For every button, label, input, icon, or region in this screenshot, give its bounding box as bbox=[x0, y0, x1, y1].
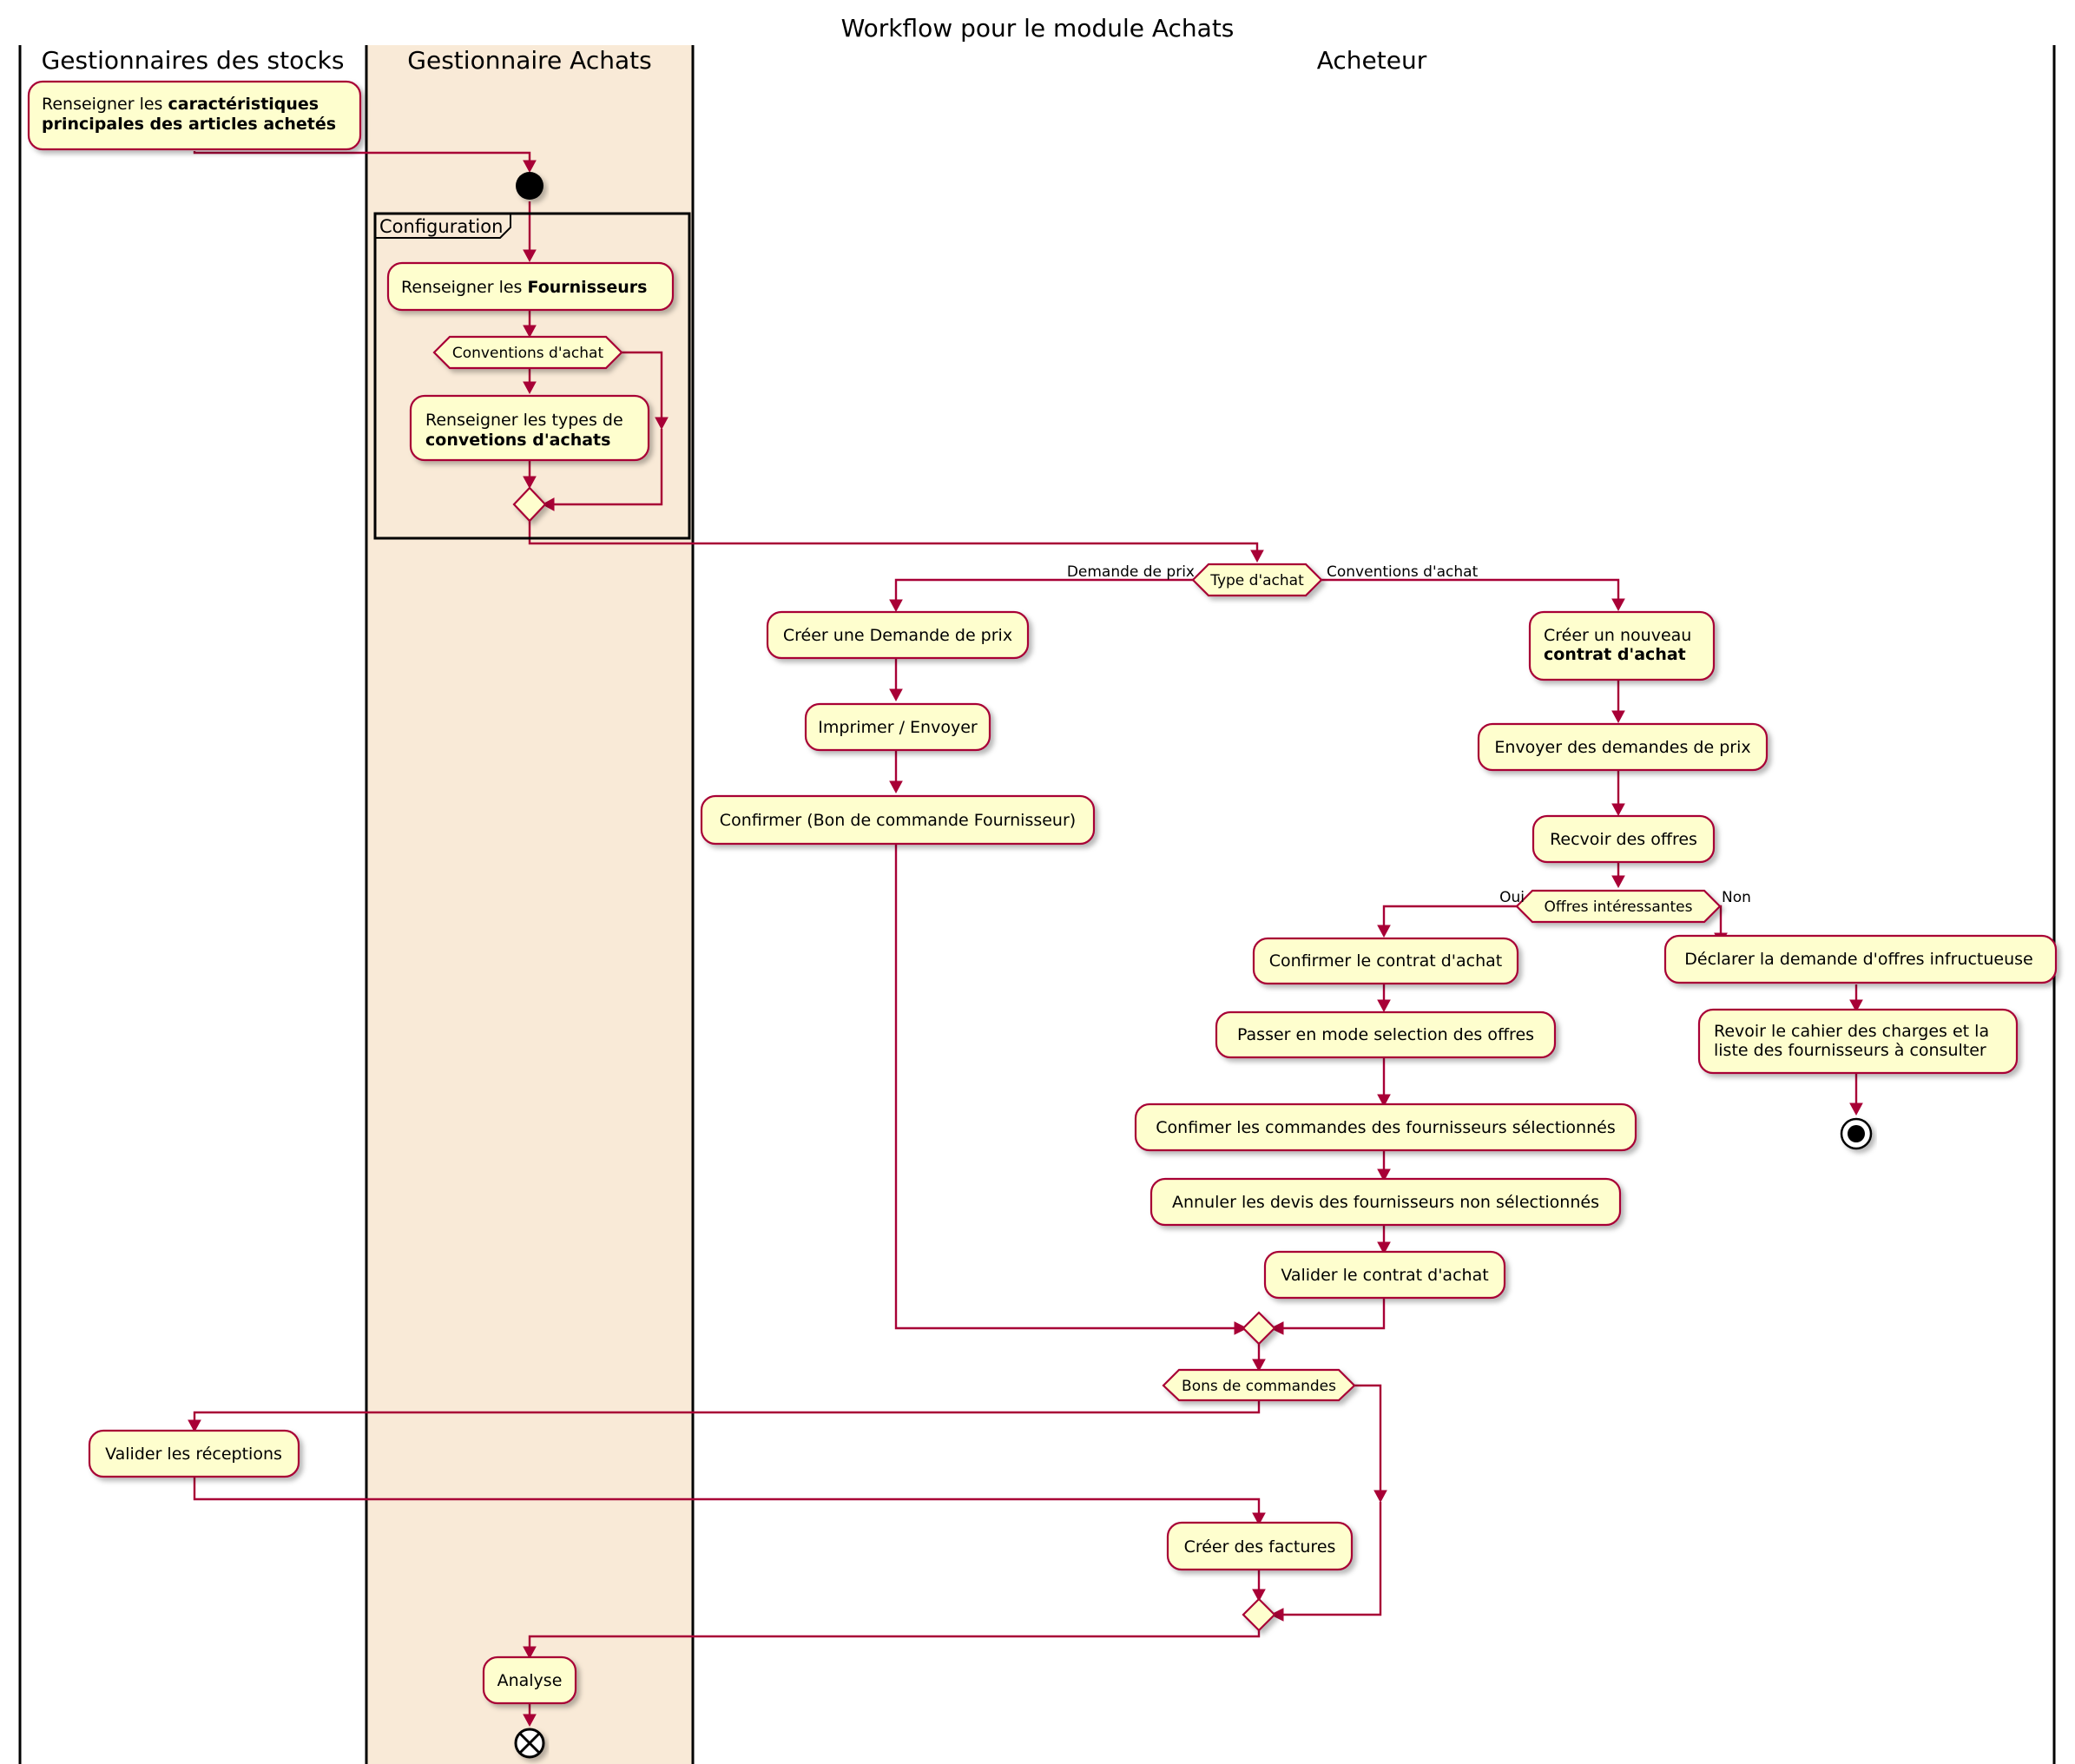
activity-text: Confirmer le contrat d'achat bbox=[1269, 951, 1502, 971]
activity-confirmer-contrat: Confirmer le contrat d'achat bbox=[1252, 937, 1519, 985]
branch-label-non: Non bbox=[1722, 889, 1751, 906]
activity-confimer-commandes: Confimer les commandes des fournisseurs … bbox=[1134, 1102, 1637, 1152]
decision-conventions: Conventions d'achat bbox=[432, 335, 623, 370]
activity-text: Renseigner les types de bbox=[425, 411, 623, 430]
activity-text: Revoir le cahier des charges et la bbox=[1714, 1022, 1989, 1041]
activity-text: Annuler les devis des fournisseurs non s… bbox=[1172, 1193, 1599, 1212]
svg-text:Renseigner les caractéristique: Renseigner les caractéristiques bbox=[42, 95, 319, 114]
activity-passer-mode: Passer en mode selection des offres bbox=[1215, 1010, 1557, 1059]
activity-valider-contrat: Valider le contrat d'achat bbox=[1263, 1250, 1506, 1300]
decision-merge-config bbox=[512, 486, 547, 523]
activity-creer-factures: Créer des factures bbox=[1166, 1521, 1354, 1571]
activity-text: Déclarer la demande d'offres infructueus… bbox=[1684, 950, 2032, 969]
activity-creer-demande: Créer une Demande de prix bbox=[766, 610, 1030, 660]
activity-text: Recvoir des offres bbox=[1550, 830, 1697, 849]
activity-declarer: Déclarer la demande d'offres infructueus… bbox=[1663, 934, 2058, 984]
activity-text: Passer en mode selection des offres bbox=[1237, 1025, 1534, 1044]
activity-text: Renseigner les bbox=[42, 95, 168, 114]
decision-merge-achat bbox=[1242, 1311, 1276, 1346]
lane-title-acheteur: Acheteur bbox=[1317, 46, 1427, 75]
svg-text:Renseigner les Fournisseurs: Renseigner les Fournisseurs bbox=[401, 278, 647, 297]
activity-text-bold: convetions d'achats bbox=[425, 431, 610, 450]
decision-type-achat: Type d'achat bbox=[1191, 563, 1323, 597]
activity-creer-contrat: Créer un nouveau contrat d'achat bbox=[1528, 610, 1716, 681]
activity-text: Confirmer (Bon de commande Fournisseur) bbox=[720, 811, 1076, 830]
activity-confirmer-bc: Confirmer (Bon de commande Fournisseur) bbox=[700, 794, 1096, 846]
activity-revoir: Revoir le cahier des charges et la liste… bbox=[1697, 1008, 2019, 1075]
activity-text: Imprimer / Envoyer bbox=[818, 718, 978, 737]
activity-caracteristiques: Renseigner les caractéristiques principa… bbox=[27, 80, 362, 151]
branch-label-conventions: Conventions d'achat bbox=[1327, 563, 1479, 581]
decision-offres: Offres intéressantes bbox=[1515, 889, 1722, 924]
activity-text: liste des fournisseurs à consulter bbox=[1714, 1041, 1986, 1060]
branch-label-oui: Oui bbox=[1499, 889, 1525, 906]
end-node bbox=[514, 1728, 545, 1759]
decision-text: Conventions d'achat bbox=[452, 345, 604, 362]
activity-text: Valider les réceptions bbox=[105, 1445, 282, 1464]
activity-text-bold: contrat d'achat bbox=[1544, 645, 1686, 664]
activity-text-bold: caractéristiques bbox=[168, 95, 319, 114]
edges bbox=[188, 151, 1863, 1728]
activity-text: Valider le contrat d'achat bbox=[1281, 1266, 1488, 1285]
activity-text-bold: principales des articles achetés bbox=[42, 115, 336, 134]
activity-types-conventions: Renseigner les types de convetions d'ach… bbox=[409, 394, 650, 462]
activity-text: Confimer les commandes des fournisseurs … bbox=[1156, 1118, 1615, 1137]
activity-fournisseurs: Renseigner les Fournisseurs bbox=[386, 261, 675, 312]
stop-node bbox=[1840, 1117, 1873, 1150]
configuration-group: Configuration bbox=[373, 212, 691, 540]
activity-valider-receptions: Valider les réceptions bbox=[88, 1429, 300, 1478]
decision-text: Bons de commandes bbox=[1182, 1378, 1336, 1395]
decision-text: Offres intéressantes bbox=[1544, 898, 1692, 916]
activity-text: Créer une Demande de prix bbox=[783, 626, 1012, 645]
activity-envoyer-demandes: Envoyer des demandes de prix bbox=[1477, 722, 1769, 772]
activity-text: Analyse bbox=[497, 1671, 563, 1690]
activity-text: Créer des factures bbox=[1184, 1537, 1336, 1557]
lane-title-achats: Gestionnaire Achats bbox=[407, 46, 651, 75]
branch-label-demande-prix: Demande de prix bbox=[1067, 563, 1195, 581]
activity-text: Envoyer des demandes de prix bbox=[1494, 738, 1750, 757]
activity-annuler-devis: Annuler les devis des fournisseurs non s… bbox=[1149, 1177, 1622, 1227]
decision-bons: Bons de commandes bbox=[1162, 1368, 1356, 1402]
start-node bbox=[516, 172, 543, 200]
decision-merge-final bbox=[1242, 1597, 1276, 1632]
activity-text-bold: Fournisseurs bbox=[528, 278, 648, 297]
activity-recevoir: Recvoir des offres bbox=[1532, 814, 1716, 864]
configuration-group-label: Configuration bbox=[379, 216, 503, 237]
activity-imprimer: Imprimer / Envoyer bbox=[804, 702, 991, 752]
activity-text: Créer un nouveau bbox=[1544, 626, 1691, 645]
activity-text: Renseigner les bbox=[401, 278, 528, 297]
decision-text: Type d'achat bbox=[1209, 572, 1304, 589]
lane-title-stocks: Gestionnaires des stocks bbox=[42, 46, 345, 75]
activity-analyse: Analyse bbox=[482, 1655, 577, 1705]
diagram-title: Workflow pour le module Achats bbox=[841, 14, 1235, 43]
